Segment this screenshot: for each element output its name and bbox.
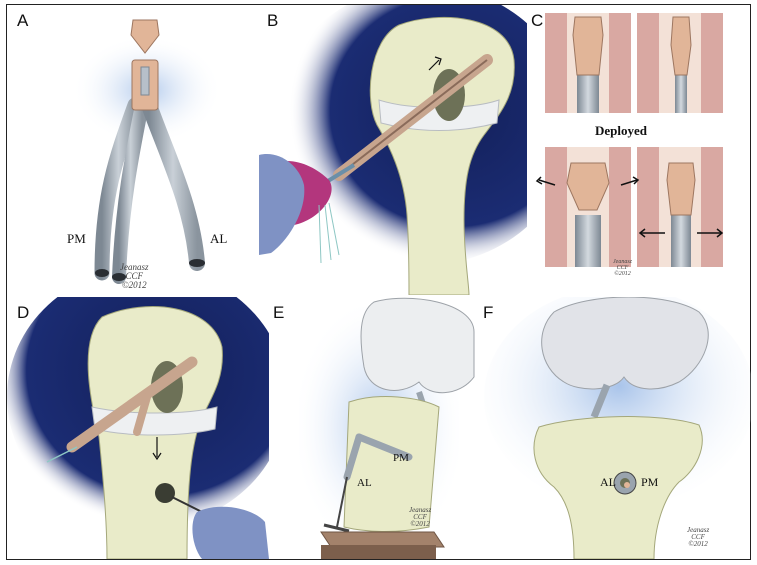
panel-f-letter: F: [483, 303, 494, 322]
panel-d-illustration: [7, 297, 269, 559]
panel-a-illustration: [72, 19, 222, 284]
panel-b: B: [259, 5, 527, 295]
panel-d-letter: D: [17, 303, 30, 322]
panel-e-illustration: [299, 297, 475, 559]
panel-a-letter: A: [17, 11, 29, 30]
al-label: AL: [210, 231, 228, 246]
pm-label: PM: [393, 452, 409, 464]
deployed-caption: Deployed: [595, 123, 647, 138]
panel-f-illustration: [484, 297, 751, 559]
panel-c-illustration: [535, 13, 724, 267]
panel-d: D: [7, 297, 269, 559]
pm-label: PM: [641, 475, 659, 489]
panel-b-illustration: [259, 5, 527, 295]
panel-e-letter: E: [273, 303, 285, 322]
panel-c-letter: C: [531, 11, 544, 30]
al-label: AL: [357, 477, 372, 489]
panel-b-letter: B: [267, 11, 279, 30]
pm-label: PM: [67, 231, 86, 246]
al-label: AL: [600, 475, 616, 489]
